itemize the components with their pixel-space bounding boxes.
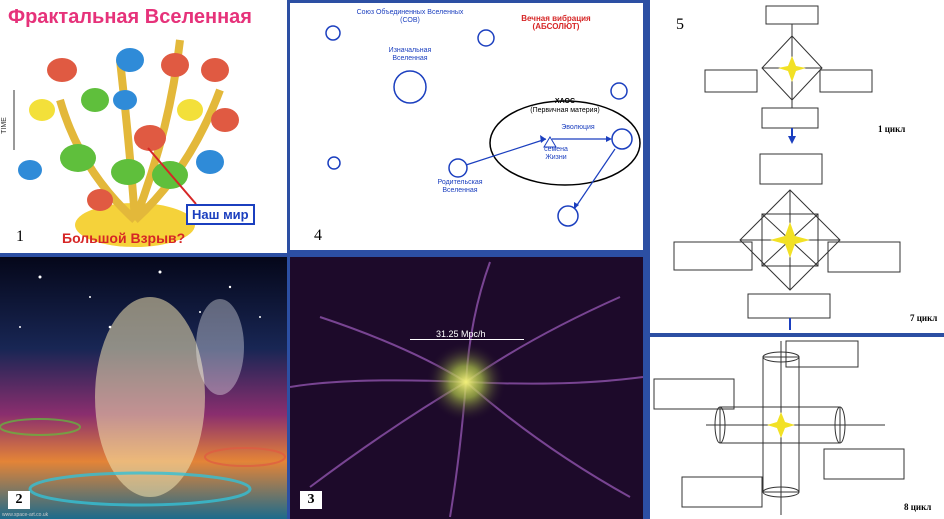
chaos-diagram-panel: Союз Объединенных Вселенных (СОВ) Вечная… bbox=[290, 3, 643, 250]
cycle-8-diagram bbox=[653, 340, 905, 515]
cycle-8-panel: 8 цикл bbox=[650, 337, 944, 519]
image-credit: www.space-art.co.uk bbox=[2, 512, 49, 518]
space-art-panel: www.space-art.co.uk 2 bbox=[0, 257, 287, 519]
scale-bar bbox=[410, 339, 524, 340]
cycle-diagram bbox=[673, 5, 901, 330]
fractal-universe-panel: Фрактальная Вселенная TIME Наш мир Больш… bbox=[0, 0, 287, 253]
eternal-vibration-label: Вечная вибрация (АБСОЛЮТ) bbox=[521, 14, 591, 31]
cycle-8-label: 8 цикл bbox=[904, 502, 932, 512]
cosmic-web-panel: 31.25 Mpc/h 3 bbox=[290, 257, 643, 519]
sov-label: Союз Объединенных Вселенных (СОВ) bbox=[356, 9, 464, 24]
time-axis-label: TIME bbox=[0, 117, 8, 134]
chaos-diagram bbox=[325, 25, 641, 227]
page-title: Фрактальная Вселенная bbox=[8, 6, 252, 28]
scale-label: 31.25 Mpc/h bbox=[436, 329, 486, 339]
seeds-of-life-label: семена Жизни bbox=[544, 146, 568, 161]
cycles-panel: 1 цикл 7 цикл 5 bbox=[650, 0, 944, 333]
chaos-label: ХАОС bbox=[554, 98, 576, 105]
cycle-7-label: 7 цикл bbox=[910, 313, 938, 323]
space-art-illustration bbox=[0, 270, 286, 507]
parent-universe-label: Родительская Вселенная bbox=[437, 179, 483, 194]
panel-number-2: 2 bbox=[8, 491, 30, 509]
fractal-tree-illustration bbox=[13, 39, 239, 247]
initial-universe-label: Изначальная Вселенная bbox=[388, 47, 432, 62]
chaos-sub-label: (Первичная материя) bbox=[530, 107, 600, 114]
cosmic-web-illustration bbox=[290, 261, 643, 518]
panel-number-5: 5 bbox=[676, 16, 684, 33]
panel-number-4: 4 bbox=[314, 227, 322, 244]
evolution-label: Эволюция bbox=[561, 124, 595, 131]
panel-number-1: 1 bbox=[16, 228, 24, 245]
panel-number-3: 3 bbox=[300, 491, 322, 509]
cycle-1-label: 1 цикл bbox=[878, 124, 906, 134]
big-bang-label: Большой Взрыв? bbox=[62, 230, 186, 246]
our-world-label: Наш мир bbox=[186, 204, 255, 225]
